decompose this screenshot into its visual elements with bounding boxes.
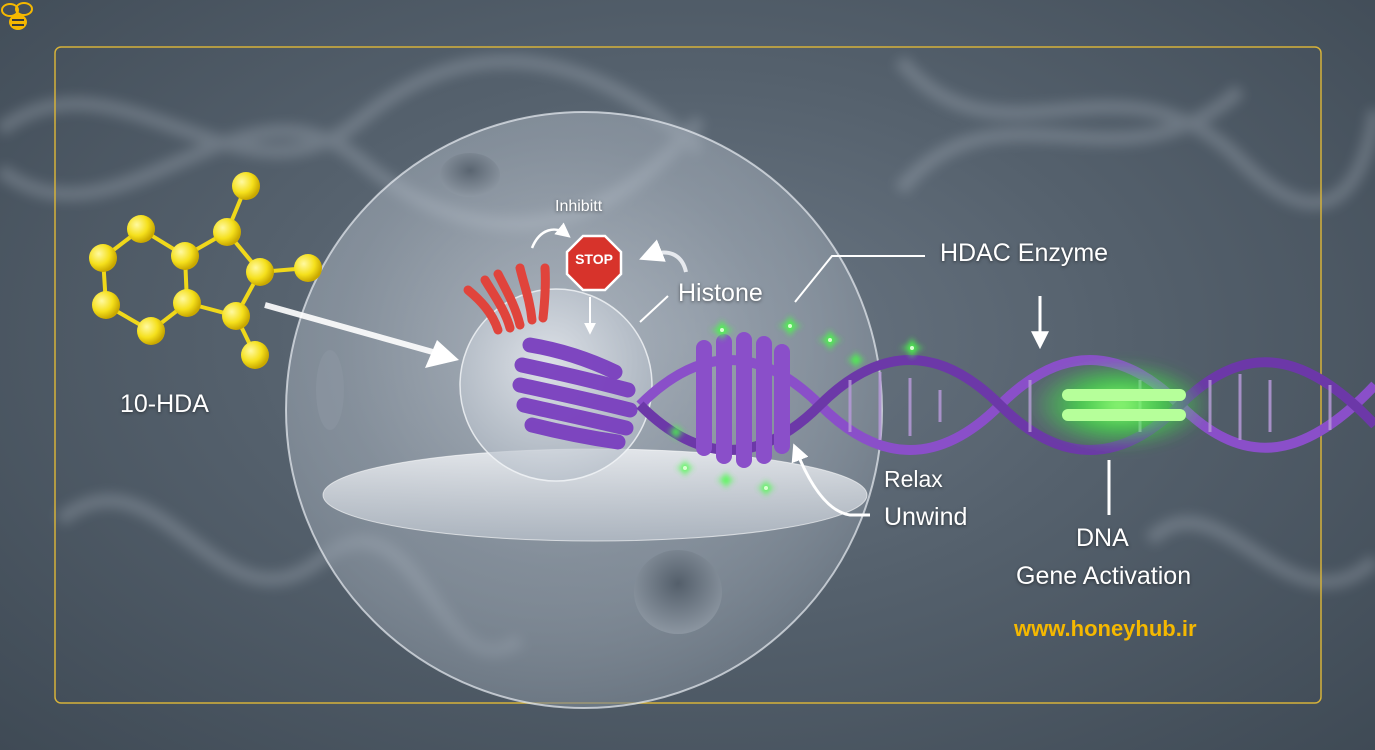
- compound-label: 10-HDA: [120, 390, 209, 418]
- activated-gene-segment: [1062, 389, 1186, 421]
- gene-activation-glow: [1030, 360, 1210, 450]
- entry-arrow: [264, 302, 441, 357]
- condensed-histone: [512, 337, 638, 450]
- unwind-label: Unwind: [884, 503, 968, 531]
- inhibit-arrow-right: [639, 239, 688, 273]
- hdac-enzyme-label: HDAC Enzyme: [940, 239, 1109, 267]
- relax-label: Relax: [884, 466, 943, 492]
- hda-molecule: [89, 172, 322, 369]
- stop-sign-text: STOP: [575, 251, 613, 267]
- unwind-arrow: [791, 443, 870, 517]
- dna-label: DNA: [1076, 524, 1129, 552]
- red-receptor: [463, 263, 550, 335]
- background-helix: [0, 54, 1375, 658]
- inhibit-arrow-left: [530, 222, 571, 249]
- sparkle-icon: [683, 324, 914, 490]
- histone-pointer: [639, 295, 669, 323]
- stop-sign-icon: [565, 234, 623, 292]
- entry-arrow-head: [425, 340, 459, 368]
- inhibit-label: Inhibitt: [555, 198, 603, 215]
- unwinding-histone: [696, 332, 790, 468]
- bee-icon: [1, 2, 33, 30]
- hdac-pointer-line: [794, 255, 925, 303]
- gene-activation-label: Gene Activation: [1016, 562, 1192, 590]
- website-link[interactable]: www.honeyhub.ir: [1014, 616, 1197, 641]
- histone-label: Histone: [678, 279, 763, 307]
